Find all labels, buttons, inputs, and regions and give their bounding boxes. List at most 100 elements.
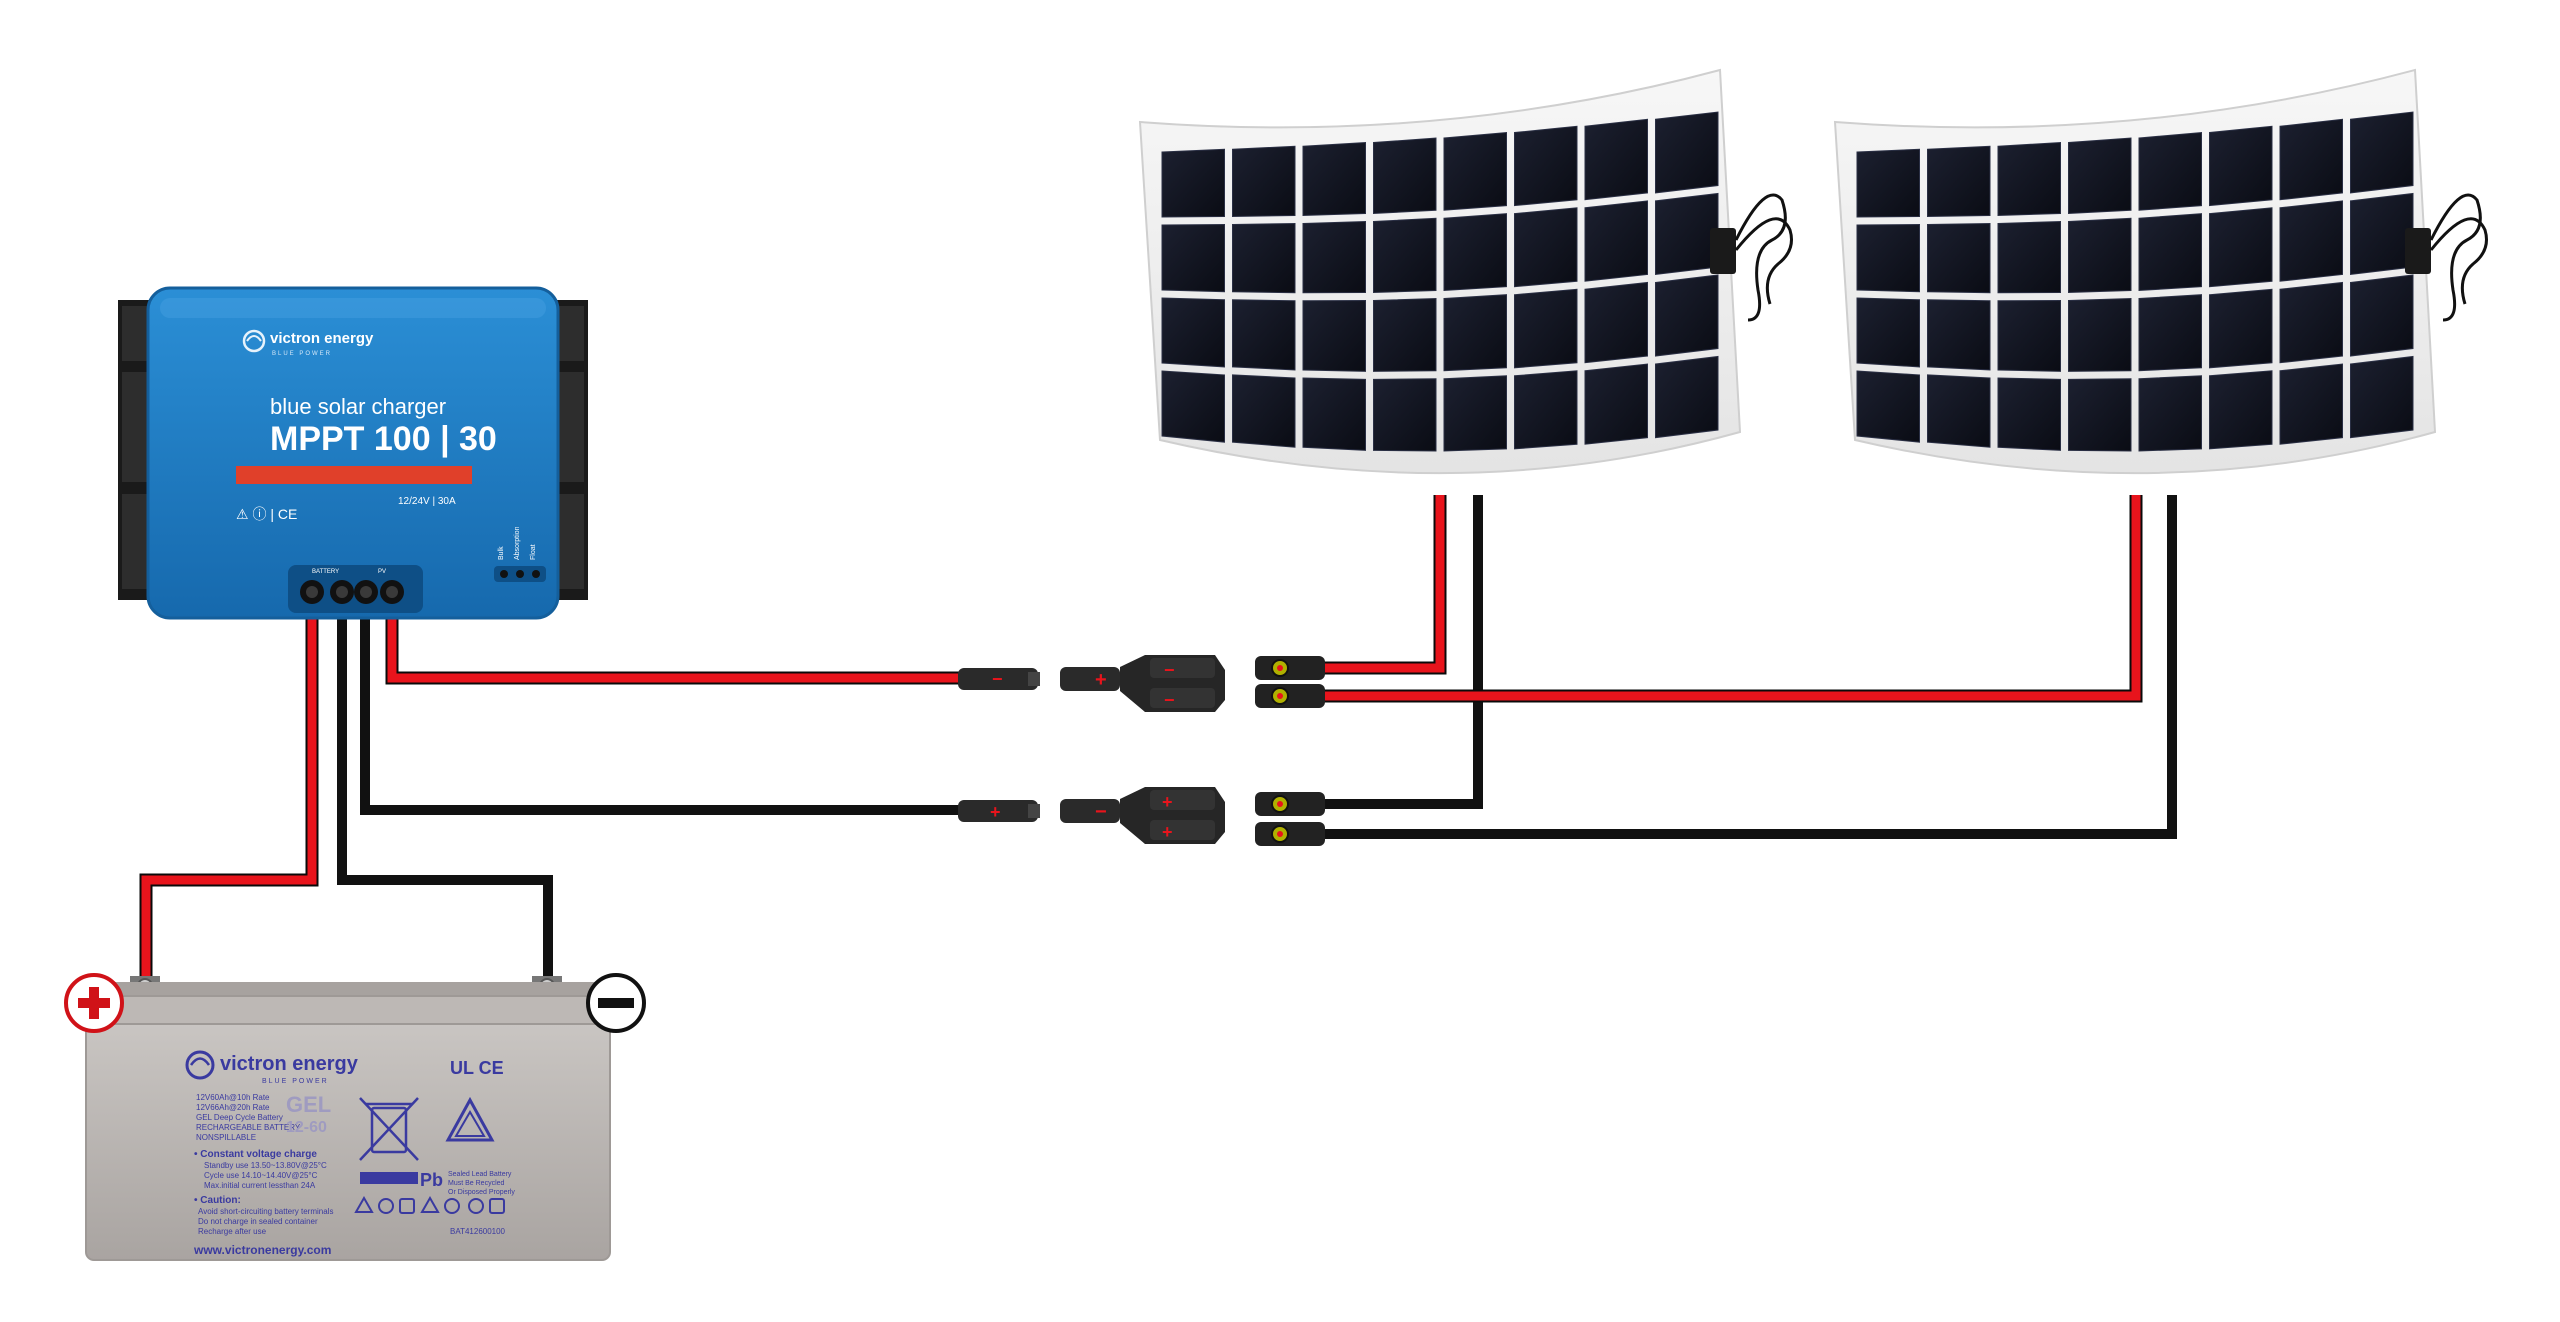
solar-cell — [1997, 377, 2061, 451]
solar-panel-1 — [1138, 68, 1793, 475]
mc4-minus-label: − — [1095, 801, 1107, 823]
battery-caution-3: Recharge after use — [198, 1227, 267, 1236]
svg-text:−: − — [1164, 660, 1175, 680]
battery-pb: Pb — [420, 1170, 443, 1190]
solar-cell — [1927, 145, 1991, 218]
solar-cell — [2279, 118, 2343, 201]
battery-recycle-2: Must Be Recycled — [448, 1180, 505, 1187]
panel-backsheet — [1138, 68, 1742, 475]
controller-brand-sub: BLUE POWER — [272, 351, 332, 357]
solar-cell — [2279, 363, 2343, 445]
solar-cell — [1373, 378, 1437, 452]
solar-cell — [2138, 213, 2202, 292]
panel-backsheet — [1833, 68, 2437, 475]
solar-cell — [1232, 145, 1296, 218]
solar-cell — [1514, 207, 1578, 288]
controller-product-line: blue solar charger — [270, 394, 446, 419]
svg-text:+: + — [1162, 792, 1173, 812]
solar-cell — [1302, 377, 1366, 451]
solar-cell — [2068, 297, 2132, 372]
controller-model: MPPT 100 | 30 — [270, 420, 497, 458]
solar-cell — [2209, 370, 2273, 450]
terminal-screws — [300, 580, 404, 604]
status-leds: Bulk Absorption Float — [494, 526, 546, 582]
battery-cv-title: • Constant voltage charge — [194, 1149, 317, 1160]
solar-cell — [1856, 224, 1920, 293]
controller-body — [146, 286, 560, 620]
solar-cell — [1856, 148, 1920, 218]
battery-cv-3: Max.initial current lessthan 24A — [204, 1181, 316, 1190]
battery-spec-4: RECHARGEABLE BATTERY — [196, 1123, 301, 1132]
solar-cell — [1655, 355, 1719, 439]
battery-spec-5: NONSPILLABLE — [196, 1133, 256, 1142]
panel-cable — [2429, 193, 2482, 322]
panel1-positive-wire — [1320, 495, 1447, 675]
controller-brand: victron energy — [270, 330, 374, 347]
pv-positive-wire — [385, 610, 960, 685]
solar-cell — [1232, 222, 1296, 294]
solar-cell — [1997, 220, 2061, 294]
controller-red-stripe — [236, 466, 472, 484]
solar-cell — [1443, 294, 1507, 372]
solar-cell — [2068, 378, 2132, 452]
pv-negative-wire — [360, 610, 960, 815]
solar-cell — [2350, 355, 2414, 439]
led-label-absorption: Absorption — [514, 526, 521, 560]
solar-cell — [1302, 220, 1366, 294]
solar-cell — [2209, 207, 2273, 288]
solar-cell — [2138, 294, 2202, 372]
solar-cell — [1655, 192, 1719, 276]
battery-recycle-1: Sealed Lead Battery — [448, 1171, 512, 1178]
battery-caution-1: Avoid short-circuiting battery terminals — [198, 1207, 333, 1216]
solar-cell — [1927, 222, 1991, 294]
panel-cable — [1734, 217, 1793, 305]
battery-brand-sub: BLUE POWER — [262, 1078, 329, 1085]
solar-cell — [1927, 299, 1991, 371]
battery-type-sub: 12-60 — [286, 1119, 327, 1136]
solar-cell — [2350, 274, 2414, 357]
panel2-negative-wire — [1320, 495, 2177, 839]
solar-cell — [1584, 200, 1648, 282]
battery-logo-icon — [185, 1050, 215, 1080]
solar-cell — [2279, 200, 2343, 282]
solar-cell — [1302, 142, 1366, 217]
solar-cell — [1443, 213, 1507, 292]
panel-cable — [1734, 193, 1787, 322]
svg-text:−: − — [1164, 690, 1175, 710]
solar-cell — [1161, 148, 1225, 218]
solar-cell — [1514, 125, 1578, 207]
recycle-icon — [445, 1096, 495, 1142]
solar-cell — [1655, 111, 1719, 194]
battery-type: GEL — [286, 1092, 331, 1117]
mppt-charge-controller: victron energy BLUE POWER blue solar cha… — [118, 286, 588, 620]
solar-cell — [1373, 217, 1437, 293]
battery-caution-title: • Caution: — [194, 1195, 241, 1206]
black-line-single-connector: + — [958, 800, 1040, 822]
pb-bar — [360, 1172, 418, 1184]
solar-cell — [1161, 224, 1225, 293]
solar-cell — [1302, 299, 1366, 372]
black-line-panel-connectors — [1255, 792, 1325, 846]
red-line-single-connector: − — [958, 668, 1040, 690]
solar-cell — [1514, 370, 1578, 450]
battery-cert: UL CE — [450, 1058, 504, 1078]
minus-badge-icon — [586, 973, 646, 1033]
mc4-connectors: − + − − + − — [958, 655, 1325, 846]
battery-barcode: BAT412600100 — [450, 1227, 506, 1236]
solar-cell — [1997, 299, 2061, 372]
battery-website: www.victronenergy.com — [193, 1243, 331, 1257]
solar-panels — [1138, 68, 2488, 475]
solar-cell — [1232, 374, 1296, 448]
solar-cell — [1232, 299, 1296, 371]
solar-cell — [1584, 363, 1648, 445]
wires — [139, 495, 2177, 985]
solar-cell — [2209, 125, 2273, 207]
solar-panel-2 — [1833, 68, 2488, 475]
battery-cv-1: Standby use 13.50~13.80V@25°C — [204, 1161, 327, 1170]
solar-cell — [2279, 281, 2343, 364]
battery-spec-1: 12V60Ah@10h Rate — [196, 1093, 270, 1102]
mc4-plus-label: + — [1095, 669, 1107, 691]
crossed-bin-icon — [359, 1097, 419, 1161]
